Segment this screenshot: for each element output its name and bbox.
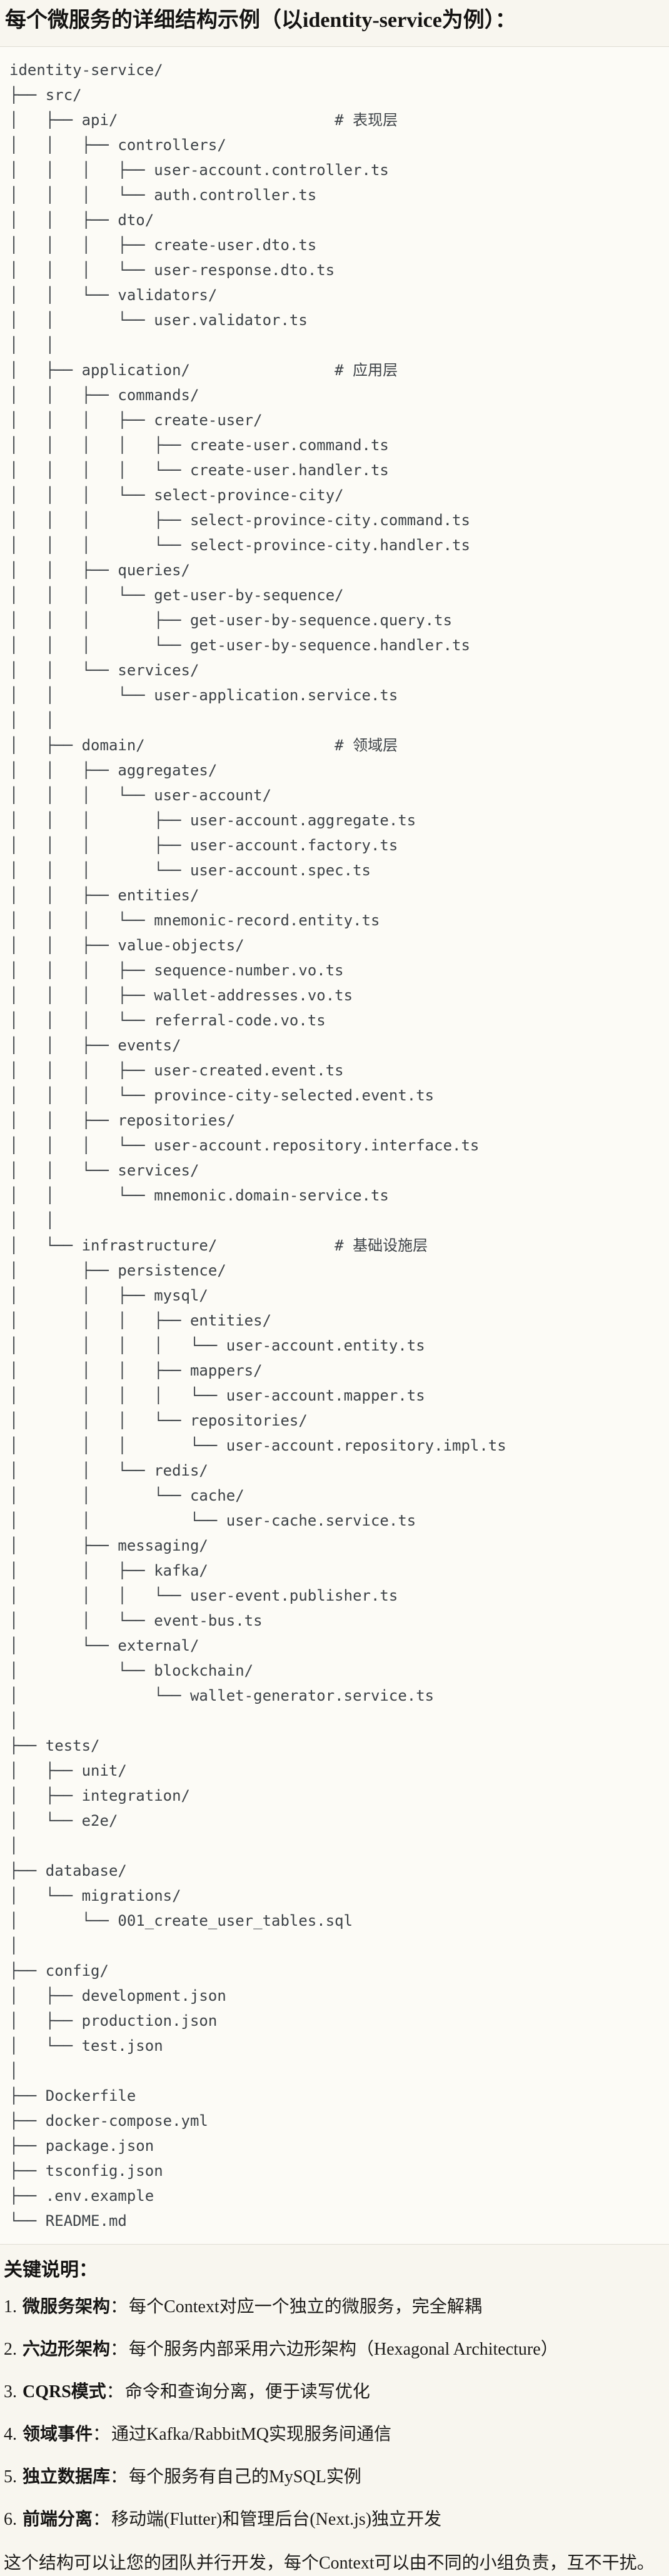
item-term: 独立数据库 <box>23 2467 111 2487</box>
item-description: 每个服务有自己的MySQL实例 <box>129 2467 361 2487</box>
item-term: 领域事件 <box>23 2425 93 2444</box>
item-description: 每个Context对应一个独立的微服务，完全解耦 <box>129 2297 482 2317</box>
item-term: 前端分离 <box>23 2510 93 2529</box>
item-colon: ： <box>93 2425 111 2444</box>
notes-heading: 关键说明： <box>4 2260 98 2280</box>
note-item-1: 1. 微服务架构：每个Context对应一个独立的微服务，完全解耦 <box>4 2295 664 2320</box>
directory-tree-code-block: identity-service/ ├── src/ │ ├── api/ # … <box>0 46 669 2245</box>
item-term: 六边形架构 <box>23 2340 111 2359</box>
item-number: 3. <box>4 2382 17 2402</box>
closing-paragraph: 这个结构可以让您的团队并行开发，每个Context可以由不同的小组负责，互不干扰… <box>4 2553 655 2573</box>
item-description: 通过Kafka/RabbitMQ实现服务间通信 <box>111 2425 391 2444</box>
item-colon: ： <box>93 2510 111 2529</box>
item-number: 6. <box>4 2510 17 2529</box>
note-item-4: 4. 领域事件：通过Kafka/RabbitMQ实现服务间通信 <box>4 2422 664 2447</box>
directory-tree: identity-service/ ├── src/ │ ├── api/ # … <box>9 61 506 2230</box>
item-colon: ： <box>110 2340 128 2359</box>
item-term: CQRS模式 <box>23 2382 106 2402</box>
item-colon: ： <box>110 2467 128 2487</box>
notes-list: 1.微服务架构：每个Context对应一个独立的微服务，完全解耦 2.六边形架构… <box>4 2295 664 2532</box>
item-number: 5. <box>4 2467 17 2487</box>
item-term: 微服务架构 <box>23 2297 111 2317</box>
item-number: 1. <box>4 2297 17 2317</box>
item-number: 4. <box>4 2425 17 2444</box>
page-title: 每个微服务的详细结构示例（以identity-service为例）： <box>5 9 516 32</box>
note-item-5: 5. 独立数据库：每个服务有自己的MySQL实例 <box>4 2465 664 2490</box>
item-number: 2. <box>4 2340 17 2359</box>
item-description: 命令和查询分离，便于读写优化 <box>124 2382 370 2402</box>
key-notes-section: 关键说明： 1.微服务架构：每个Context对应一个独立的微服务，完全解耦 2… <box>0 2245 669 2576</box>
item-colon: ： <box>106 2382 124 2402</box>
item-colon: ： <box>110 2297 128 2317</box>
note-item-3: 3. CQRS模式：命令和查询分离，便于读写优化 <box>4 2380 664 2405</box>
note-item-6: 6. 前端分离：移动端(Flutter)和管理后台(Next.js)独立开发 <box>4 2507 664 2532</box>
item-description: 移动端(Flutter)和管理后台(Next.js)独立开发 <box>111 2510 442 2529</box>
note-item-2: 2. 六边形架构：每个服务内部采用六边形架构（Hexagonal Architec… <box>4 2337 664 2362</box>
item-description: 每个服务内部采用六边形架构（Hexagonal Architecture） <box>129 2340 558 2359</box>
